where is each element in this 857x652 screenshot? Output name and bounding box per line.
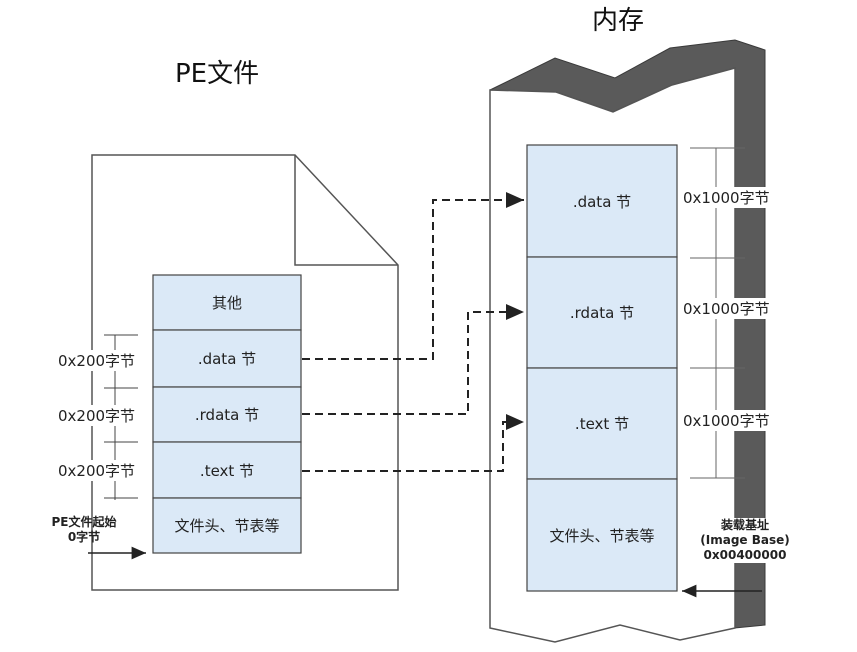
image-base-label: 装载基址 (Image Base) 0x00400000 <box>690 518 800 563</box>
mem-size-label: 0x1000字节 <box>682 187 771 208</box>
map-arrow-data <box>302 192 524 360</box>
pe-start-label: PE文件起始 0字节 <box>51 515 117 544</box>
pe-file-title: PE文件 <box>175 59 260 89</box>
mem-section-data: .data 节 <box>572 192 632 211</box>
pe-file-sections <box>152 274 302 554</box>
mem-section-rdata: .rdata 节 <box>569 304 635 322</box>
pe-section-header-box <box>152 497 302 554</box>
pe-section-text: .text 节 <box>199 461 255 480</box>
memory-sections <box>526 144 678 592</box>
mem-size-label: 0x1000字节 <box>682 298 771 319</box>
pe-size-label: 0x200字节 <box>57 405 137 426</box>
pe-size-label: 0x200字节 <box>57 460 137 481</box>
mem-section-text-box <box>526 367 678 480</box>
pe-section-data: .data 节 <box>197 350 257 368</box>
pe-section-rdata-box <box>152 386 302 443</box>
pe-size-label: 0x200字节 <box>57 350 137 371</box>
pe-file-page-fold <box>294 155 398 266</box>
pe-section-rdata: .rdata 节 <box>194 406 260 424</box>
pe-section-text-box <box>152 441 302 499</box>
mem-size-label: 0x1000字节 <box>682 410 771 431</box>
pe-section-other: 其他 <box>211 294 242 312</box>
mem-section-header-box <box>526 478 678 592</box>
mem-section-header: 文件头、节表等 <box>549 526 655 545</box>
mem-section-data-box <box>526 144 678 258</box>
map-arrow-text <box>302 414 524 472</box>
memory-title: 内存 <box>592 6 645 36</box>
pe-section-data-box <box>152 329 302 388</box>
pe-section-header: 文件头、节表等 <box>174 517 280 535</box>
mem-section-rdata-box <box>526 256 678 369</box>
pe-section-other-box <box>152 274 302 331</box>
mem-section-text: .text 节 <box>574 415 630 433</box>
mapping-arrows <box>302 192 524 472</box>
map-arrow-rdata <box>302 304 524 415</box>
